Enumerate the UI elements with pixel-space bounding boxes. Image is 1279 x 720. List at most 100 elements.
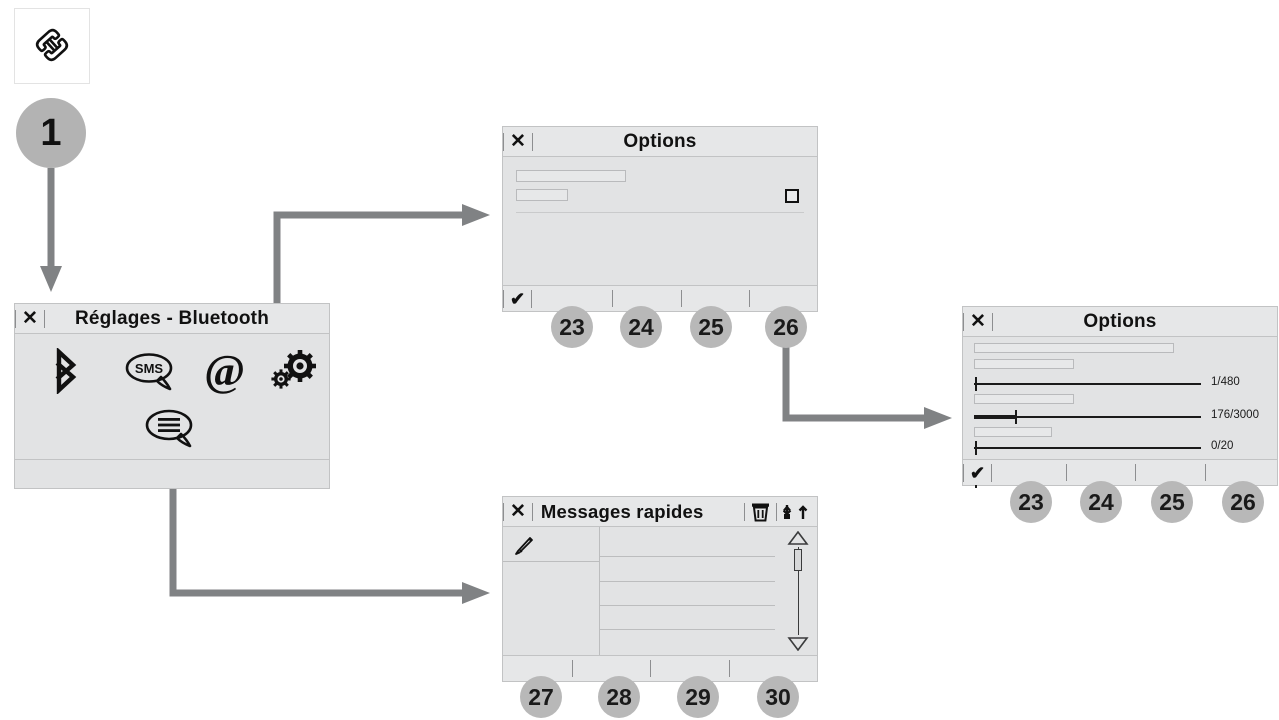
phone-handset-box	[14, 8, 90, 84]
options2-titlebar: ✕ Options	[963, 307, 1277, 337]
title-divider-right	[991, 312, 993, 331]
gears-icon-cell[interactable]	[260, 348, 329, 394]
slider-3-label-bar	[974, 427, 1052, 437]
slider-1-label-bar	[974, 359, 1074, 369]
bluetooth-body: SMS @	[15, 334, 329, 488]
triangle-up-icon[interactable]	[787, 531, 809, 545]
bluetooth-bottom-strip	[15, 459, 329, 488]
slider-3[interactable]	[974, 441, 1201, 455]
slider-3-handle[interactable]	[975, 441, 977, 455]
at-sign-icon: @	[204, 346, 246, 395]
callout-label: 26	[773, 313, 799, 340]
slider-2-label-bar	[974, 394, 1074, 404]
sms-icon-cell[interactable]: SMS	[114, 350, 189, 392]
foot-divider-right	[531, 289, 533, 308]
slider-1-handle[interactable]	[975, 377, 977, 391]
gear-large	[283, 350, 316, 382]
bluetooth-icon-row-1: SMS @	[15, 334, 329, 402]
left-pane-divider	[503, 561, 599, 562]
phone-handset-icon	[35, 28, 69, 62]
callout-26b: 26	[1222, 481, 1264, 523]
check-icon: ✔	[970, 462, 986, 483]
callout-label: 23	[559, 313, 585, 340]
move-button[interactable]	[777, 497, 817, 526]
message-lines-bubble-icon	[145, 409, 193, 448]
bluetooth-icon	[55, 348, 76, 394]
callout-label: 29	[685, 683, 711, 710]
callout-30: 30	[757, 676, 799, 718]
window-title: Messages rapides	[540, 500, 704, 522]
slider-1-track	[974, 383, 1201, 385]
toolbar-divider-2	[776, 502, 777, 521]
gear-small	[271, 369, 291, 389]
callout-label: 27	[528, 683, 554, 710]
bluetooth-icon-row-2	[15, 402, 329, 454]
options1-separator	[516, 212, 804, 213]
close-icon: ✕	[22, 308, 38, 329]
callout-label: 23	[1018, 488, 1044, 515]
arrowhead-bubble-to-messages	[462, 582, 490, 604]
options2-footer: ✔	[963, 459, 1277, 485]
scrollbar[interactable]	[787, 531, 809, 651]
title-divider-left	[503, 132, 504, 151]
footer-tick-1	[572, 660, 573, 677]
confirm-button[interactable]: ✔	[504, 286, 531, 311]
foot-divider-left	[963, 463, 964, 482]
slider-2-fill	[974, 415, 1015, 419]
callout-27: 27	[520, 676, 562, 718]
slider-2[interactable]	[974, 410, 1201, 424]
message-lines-icon-cell[interactable]	[137, 406, 207, 450]
pencil-icon	[515, 537, 533, 555]
triangle-down-icon[interactable]	[787, 637, 809, 651]
callout-label: 24	[628, 313, 654, 340]
footer-tick-3	[1205, 464, 1206, 481]
confirm-button[interactable]: ✔	[964, 460, 991, 485]
title-divider-right	[531, 502, 533, 521]
slider-1[interactable]	[974, 377, 1201, 391]
callout-label: 30	[765, 683, 791, 710]
title-divider-left	[503, 502, 504, 521]
delete-button[interactable]	[745, 497, 776, 526]
edit-cell[interactable]	[503, 527, 599, 561]
callout-label: 25	[698, 313, 724, 340]
close-button[interactable]: ✕	[504, 127, 532, 156]
callout-label: 24	[1088, 488, 1114, 515]
list-row-divider-3	[599, 605, 775, 606]
check-icon: ✔	[510, 288, 526, 309]
footer-tick-2	[650, 660, 651, 677]
slider-3-track	[974, 447, 1201, 449]
close-button[interactable]: ✕	[964, 307, 992, 336]
options2-body: 1/480 176/3000 0/20	[963, 337, 1277, 488]
messages-footer	[503, 655, 817, 681]
at-icon-cell[interactable]: @	[189, 349, 261, 393]
close-button[interactable]: ✕	[504, 497, 532, 526]
footer-tick-3	[729, 660, 730, 677]
close-button[interactable]: ✕	[16, 304, 44, 333]
title-divider-right	[531, 132, 533, 151]
bluetooth-icon-cell[interactable]	[15, 348, 114, 394]
foot-divider-right	[991, 463, 993, 482]
footer-tick-2	[681, 290, 682, 307]
slider-2-track	[974, 416, 1201, 418]
options-dialog-1: ✕ Options ✔	[502, 126, 818, 312]
window-title: Options	[1083, 310, 1157, 332]
callout-25: 25	[690, 306, 732, 348]
messages-list-pane	[599, 527, 817, 655]
messages-body	[503, 527, 817, 655]
callout-29: 29	[677, 676, 719, 718]
callout-24b: 24	[1080, 481, 1122, 523]
arrowhead-gears-to-options1	[462, 204, 490, 226]
messages-left-pane	[503, 527, 600, 655]
option-checkbox[interactable]	[785, 189, 799, 203]
list-row-divider-2	[599, 581, 775, 582]
placeholder-bar-1	[516, 170, 626, 182]
close-icon: ✕	[510, 501, 526, 522]
scrollbar-thumb[interactable]	[794, 549, 802, 571]
window-title: Réglages - Bluetooth	[74, 307, 269, 329]
slider-2-handle[interactable]	[1015, 410, 1017, 424]
bluetooth-settings-window: ✕ Réglages - Bluetooth SMS	[14, 303, 330, 489]
arrowhead-step-to-bluetooth	[40, 266, 62, 292]
footer-tick-1	[1066, 464, 1067, 481]
bluetooth-titlebar: ✕ Réglages - Bluetooth	[15, 304, 329, 334]
